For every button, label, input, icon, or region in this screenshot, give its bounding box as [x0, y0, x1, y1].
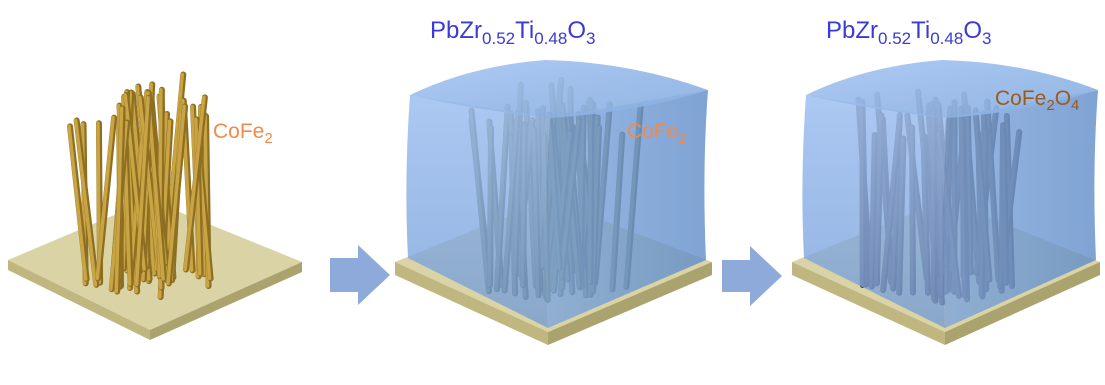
nanowire: [67, 124, 88, 281]
stage-1-group: CoFe2: [8, 71, 302, 340]
substrate-1-left-side: [8, 260, 150, 340]
nanowire: [114, 106, 124, 294]
nanowire: [137, 95, 162, 280]
cofe2-label-1: CoFe2: [213, 120, 273, 147]
substrate-3-left-side: [792, 262, 945, 345]
process-arrow-1: [330, 245, 390, 305]
pzt-matrix-cube-3-right: [943, 90, 1098, 328]
nanowire: [166, 104, 186, 286]
nanowire: [194, 117, 202, 276]
stage-2-group: PbZr0.52Ti0.48O3 CoFe2: [395, 17, 712, 345]
substrate-2-left-side: [395, 262, 548, 345]
pzt-matrix-cube-2-right: [546, 90, 708, 328]
cofe2o4-label-3: CoFe2O4: [995, 87, 1079, 114]
substrate-2-right-side: [548, 262, 712, 345]
pzt-label-3: PbZr0.52Ti0.48O3: [826, 17, 991, 48]
cofe2-label-2: CoFe2: [627, 120, 687, 147]
nanowire: [134, 95, 150, 287]
pzt-matrix-cube-2-top: [410, 60, 708, 118]
pzt-label-2: PbZr0.52Ti0.48O3: [430, 17, 595, 48]
substrate-1-right-side: [150, 262, 302, 340]
pzt-matrix-cube-3-left: [802, 95, 947, 328]
substrate-3-right-side: [945, 262, 1100, 345]
nanowire: [95, 115, 115, 280]
nanowire: [73, 118, 98, 287]
pzt-matrix-cube-2-left: [406, 95, 550, 328]
nanowire-array-1: [66, 71, 214, 301]
pzt-matrix-cube-3-top: [806, 60, 1098, 118]
process-arrow-2: [722, 246, 782, 306]
nanowire: [183, 95, 206, 272]
stage-3-group: PbZr0.52Ti0.48O3 CoFe2O4: [792, 17, 1100, 345]
